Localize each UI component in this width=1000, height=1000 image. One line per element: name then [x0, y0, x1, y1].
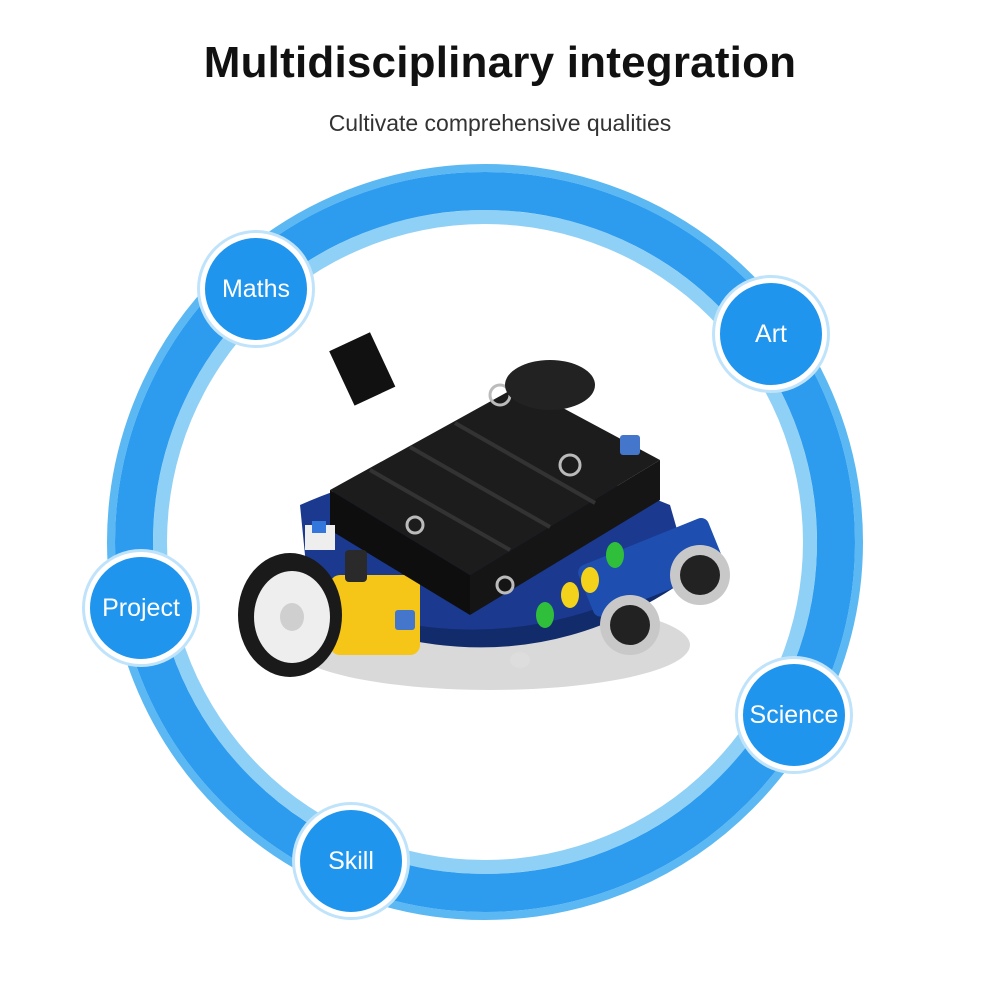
node-art-label: Art [755, 319, 787, 348]
node-maths: Maths [200, 233, 312, 345]
node-art: Art [715, 278, 827, 390]
outer-ring [107, 164, 863, 920]
node-skill-label: Skill [328, 846, 374, 875]
node-project-label: Project [102, 593, 180, 622]
node-science: Science [738, 659, 850, 771]
page-title: Multidisciplinary integration [203, 38, 797, 87]
node-project: Project [85, 552, 197, 664]
node-science-label: Science [749, 700, 839, 729]
node-skill: Skill [295, 805, 407, 917]
robot-car-image [238, 332, 730, 690]
page-subtitle: Cultivate comprehensive qualities [328, 110, 672, 136]
node-maths-label: Maths [221, 274, 291, 303]
